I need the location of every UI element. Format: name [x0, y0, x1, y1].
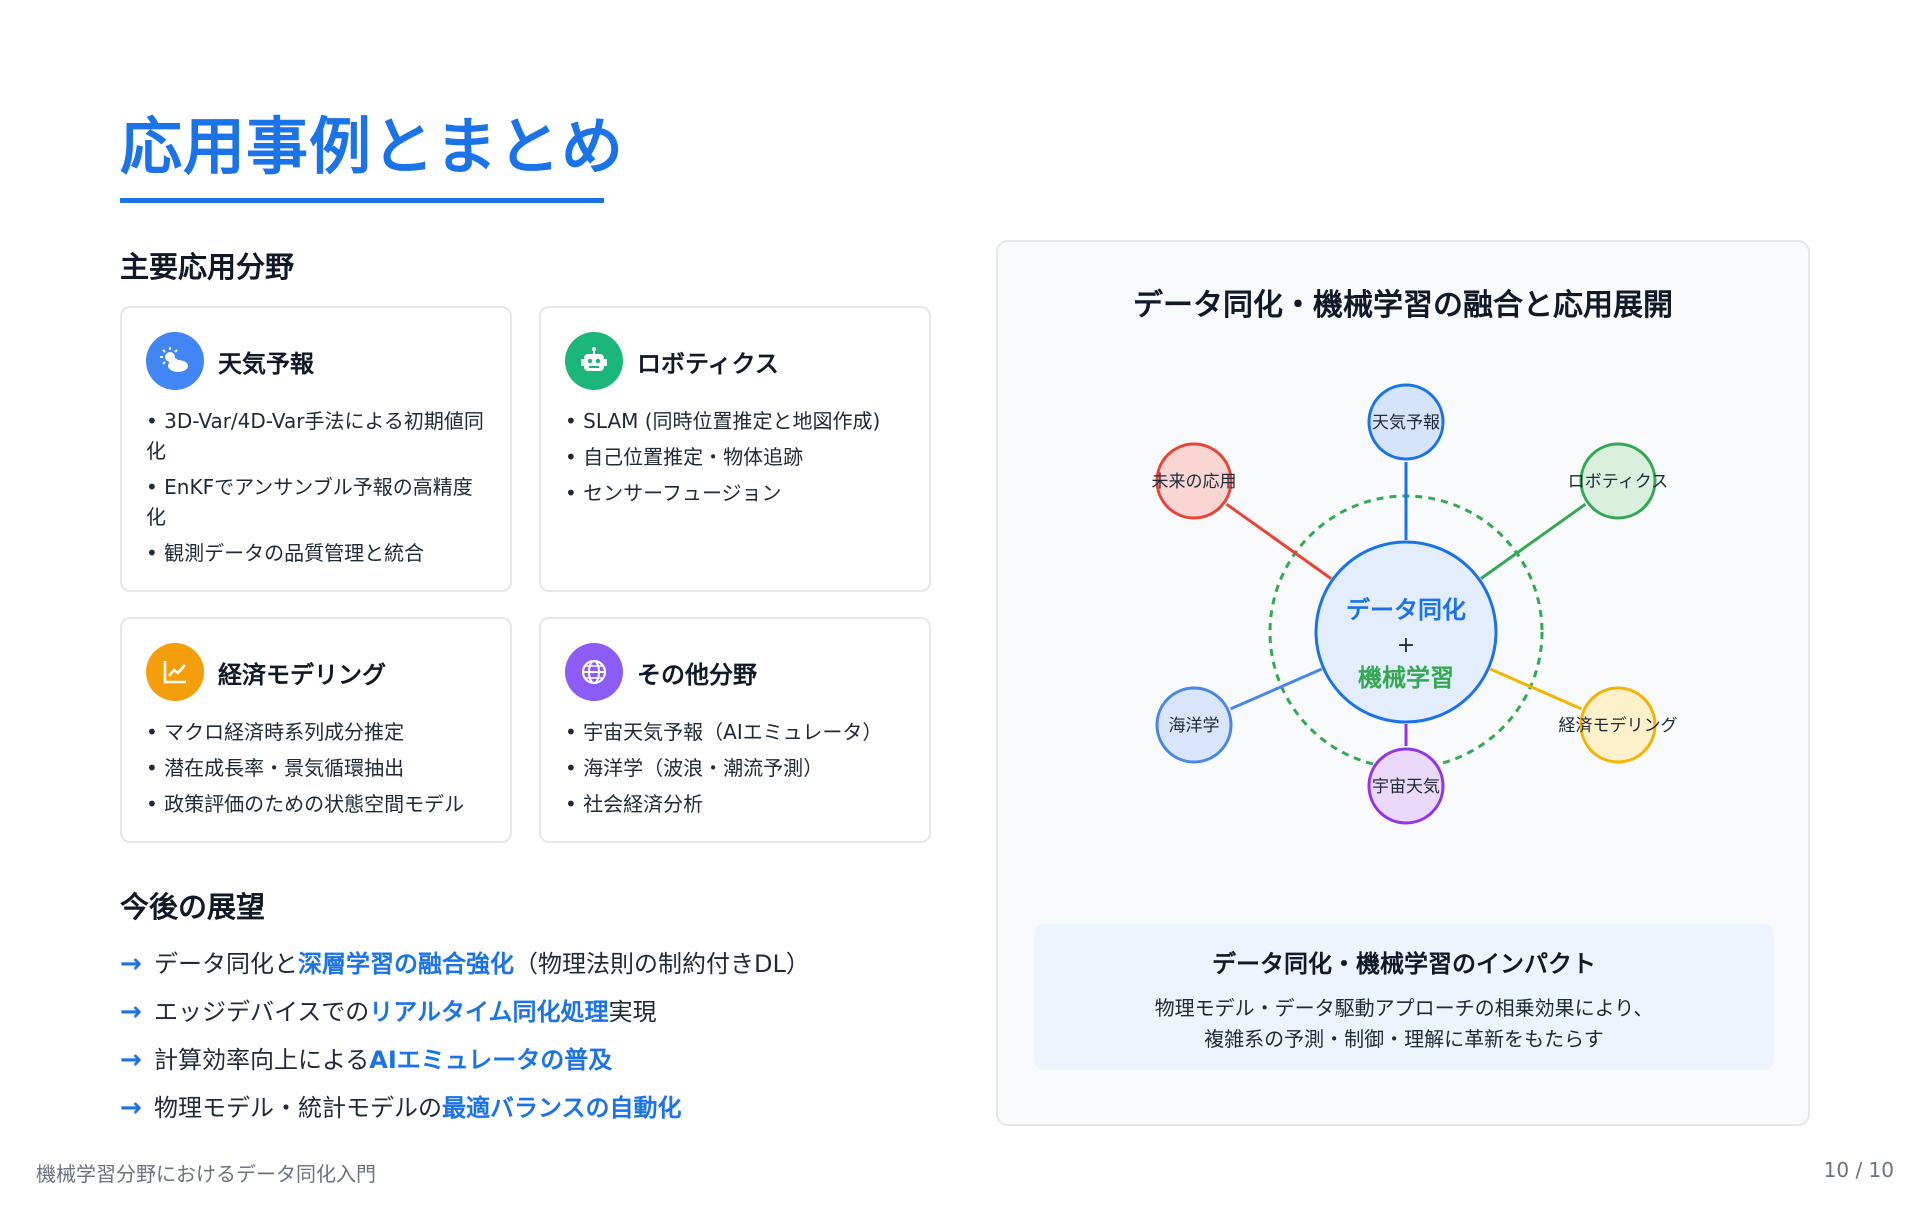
application-node-label: 未来の応用 — [1152, 472, 1237, 492]
card-title: ロボティクス — [637, 350, 779, 378]
outlook-highlight: AIエミュレータの普及 — [369, 1046, 613, 1074]
outlook-highlight: 最適バランスの自動化 — [442, 1094, 682, 1122]
outlook-text: エッジデバイスでの — [154, 998, 370, 1026]
connector-line — [1230, 667, 1323, 711]
application-node-label: ロボティクス — [1568, 472, 1668, 492]
application-node — [1367, 747, 1445, 825]
impact-title: データ同化・機械学習のインパクト — [1212, 950, 1596, 978]
card-robotics: ロボティクス SLAM (同時位置推定と地図作成) 自己位置推定・物体追跡 セン… — [539, 306, 931, 592]
application-node-label: 宇宙天気 — [1372, 777, 1440, 797]
application-node — [1155, 442, 1233, 520]
outlook-item: → エッジデバイスでのリアルタイム同化処理実現 — [120, 988, 810, 1036]
application-node-label: 海洋学 — [1169, 716, 1220, 736]
list-item: 3D-Var/4D-Var手法による初期値同化 — [146, 406, 488, 466]
application-node — [1579, 442, 1657, 520]
weather-icon — [146, 332, 204, 390]
list-item: 自己位置推定・物体追跡 — [565, 442, 907, 472]
applications-heading: 主要応用分野 — [120, 250, 295, 284]
application-node — [1367, 383, 1445, 461]
title-underline — [120, 198, 604, 203]
list-item: 潜在成長率・景気循環抽出 — [146, 753, 488, 783]
impact-line: 複雑系の予測・制御・理解に革新をもたらす — [1204, 1027, 1604, 1051]
page-title: 応用事例とまとめ — [120, 110, 625, 183]
outlook-text: 実現 — [608, 998, 657, 1026]
list-item: 海洋学（波浪・潮流予測） — [565, 753, 907, 783]
arrow-right-icon: → — [120, 949, 142, 979]
robot-icon — [565, 332, 623, 390]
chart-line-icon — [146, 643, 204, 701]
card-other-fields: その他分野 宇宙天気予報（AIエミュレータ） 海洋学（波浪・潮流予測） 社会経済… — [539, 617, 931, 843]
connector-line — [1225, 502, 1332, 580]
card-title: その他分野 — [637, 661, 757, 689]
outlook-text: データ同化と — [154, 950, 298, 978]
outlook-text: 物理モデル・統計モデルの — [154, 1094, 442, 1122]
center-plus: + — [1397, 633, 1415, 658]
outlook-item: → 物理モデル・統計モデルの最適バランスの自動化 — [120, 1084, 810, 1132]
outlook-highlight: リアルタイム同化処理 — [369, 998, 609, 1026]
diagram-title: データ同化・機械学習の融合と応用展開 — [1133, 288, 1673, 323]
list-item: 宇宙天気予報（AIエミュレータ） — [565, 717, 907, 747]
application-node-label: 天気予報 — [1372, 413, 1440, 433]
outlook-text: （物理法則の制約付きDL） — [514, 950, 810, 978]
list-item: EnKFでアンサンブル予報の高精度化 — [146, 472, 488, 532]
impact-line: 物理モデル・データ駆動アプローチの相乗効果により、 — [1154, 996, 1654, 1020]
card-title: 天気予報 — [218, 350, 314, 378]
globe-icon — [565, 643, 623, 701]
diagram-panel: データ同化・機械学習の融合と応用展開 データ同化 + 機械学習 天気予報ロボティ… — [996, 240, 1810, 1126]
application-node — [1155, 686, 1233, 764]
list-item: SLAM (同時位置推定と地図作成) — [565, 406, 907, 436]
card-weather: 天気予報 3D-Var/4D-Var手法による初期値同化 EnKFでアンサンブル… — [120, 306, 512, 592]
application-node — [1579, 686, 1657, 764]
center-circle — [1314, 540, 1498, 724]
arrow-right-icon: → — [120, 997, 142, 1027]
impact-body: 物理モデル・データ駆動アプローチの相乗効果により、 複雑系の予測・制御・理解に革… — [1034, 993, 1774, 1055]
center-label-2: 機械学習 — [1358, 664, 1454, 692]
outlook-heading: 今後の展望 — [120, 890, 266, 924]
list-item: センサーフュージョン — [565, 478, 907, 508]
card-economics: 経済モデリング マクロ経済時系列成分推定 潜在成長率・景気循環抽出 政策評価のた… — [120, 617, 512, 843]
list-item: 観測データの品質管理と統合 — [146, 538, 488, 568]
connector-line — [1489, 667, 1582, 711]
list-item: 政策評価のための状態空間モデル — [146, 789, 488, 819]
impact-box: データ同化・機械学習のインパクト 物理モデル・データ駆動アプローチの相乗効果によ… — [1034, 924, 1774, 1070]
outlook-highlight: 深層学習の融合強化 — [298, 950, 514, 978]
list-item: 社会経済分析 — [565, 789, 907, 819]
outlook-text: 計算効率向上による — [154, 1046, 370, 1074]
outlook-list: → データ同化と深層学習の融合強化（物理法則の制約付きDL） → エッジデバイス… — [120, 940, 810, 1132]
connector-line — [1480, 502, 1587, 580]
page-number: 10 / 10 — [1823, 1158, 1894, 1182]
card-title: 経済モデリング — [218, 661, 386, 689]
footer-course-title: 機械学習分野におけるデータ同化入門 — [36, 1162, 376, 1186]
list-item: マクロ経済時系列成分推定 — [146, 717, 488, 747]
arrow-right-icon: → — [120, 1093, 142, 1123]
application-node-label: 経済モデリング — [1559, 715, 1678, 736]
outlook-item: → データ同化と深層学習の融合強化（物理法則の制約付きDL） — [120, 940, 810, 988]
arrow-right-icon: → — [120, 1045, 142, 1075]
center-label-1: データ同化 — [1346, 596, 1466, 624]
